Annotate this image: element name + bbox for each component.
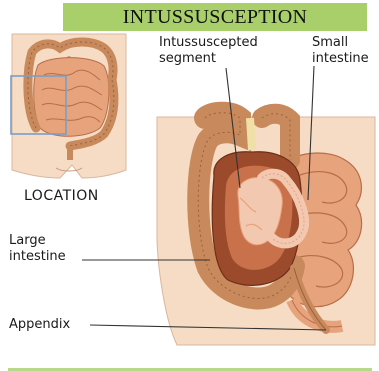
label-intussuscepted-1: Intussuscepted <box>159 35 258 50</box>
magnified-view <box>157 113 375 345</box>
intussuscepted-segment <box>212 152 304 286</box>
label-appendix: Appendix <box>9 317 70 332</box>
label-large-2: intestine <box>9 249 66 264</box>
label-location: LOCATION <box>24 188 99 204</box>
locator-torso <box>11 34 126 178</box>
label-large-1: Large <box>9 233 46 248</box>
label-intussuscepted-2: segment <box>159 51 216 66</box>
label-small-1: Small <box>312 35 348 50</box>
label-small-2: intestine <box>312 51 369 66</box>
